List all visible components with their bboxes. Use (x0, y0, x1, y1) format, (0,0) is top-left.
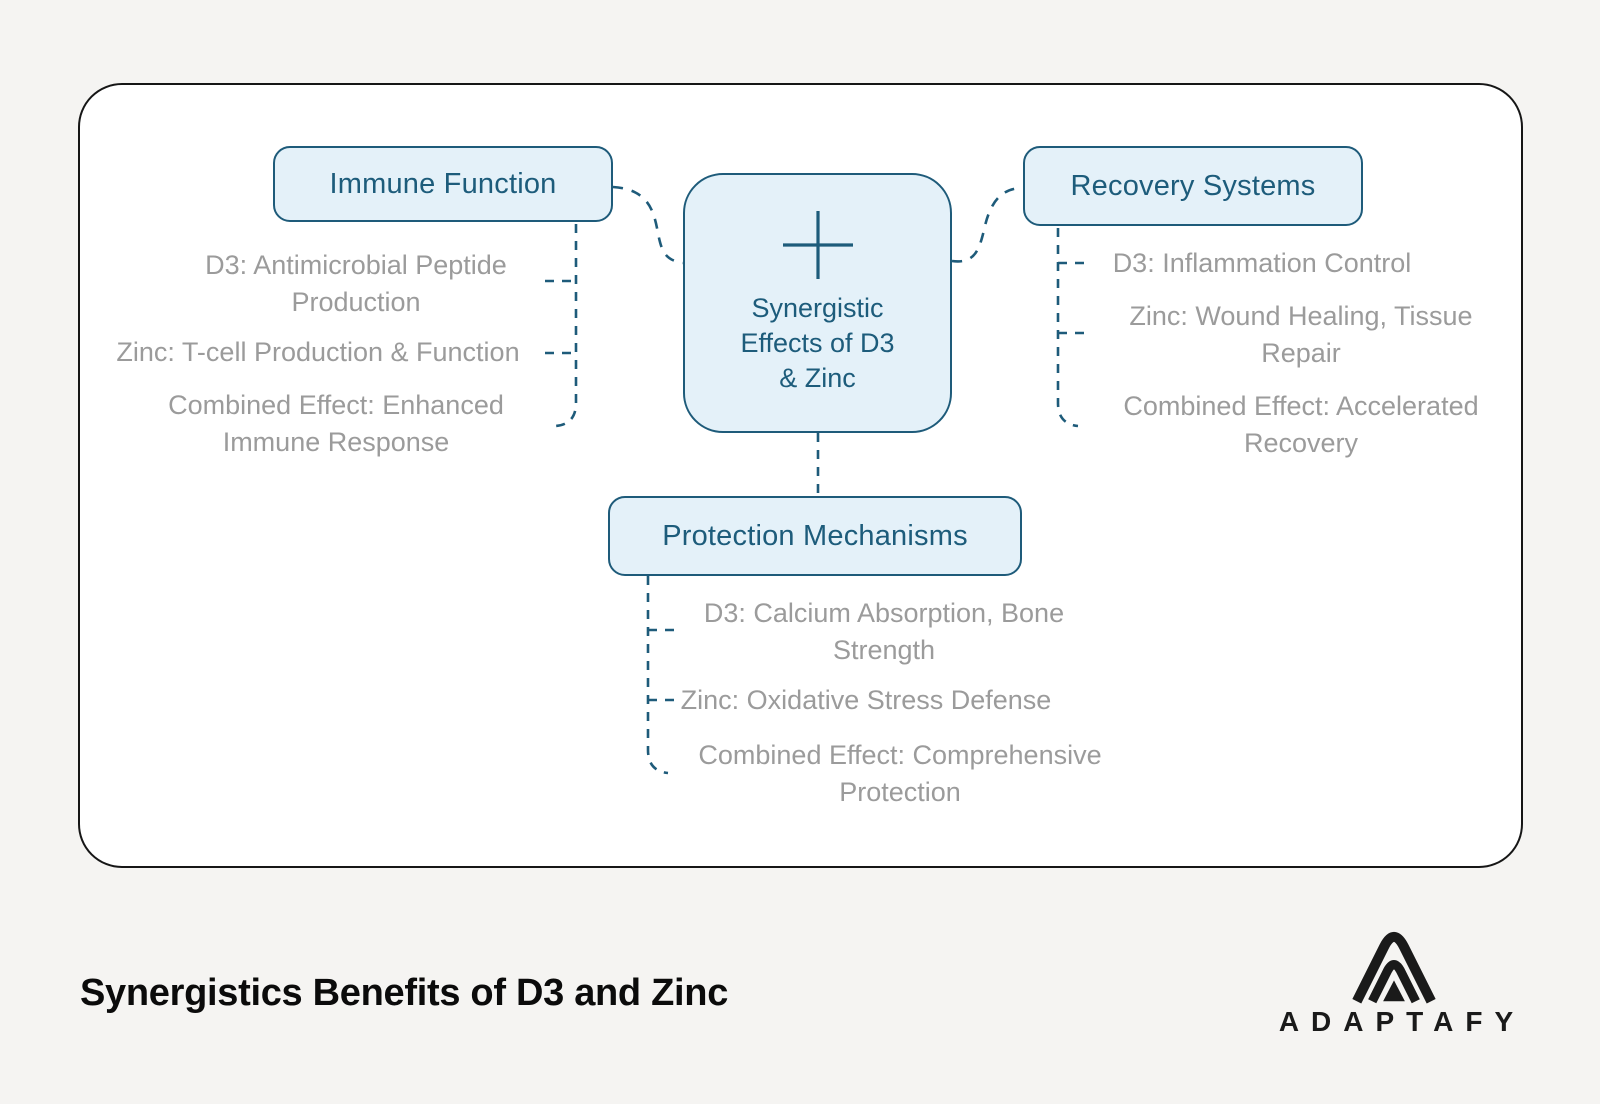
center-label-line-1: Synergistic (751, 293, 884, 323)
branch-node-recovery: Recovery Systems (1023, 146, 1363, 226)
branch-node-immune-label: Immune Function (329, 167, 557, 200)
center-node-label: Synergistic Effects of D3 & Zinc (740, 291, 894, 396)
protection-item-combined: Combined Effect: Comprehensive Protectio… (698, 740, 1102, 807)
recovery-item-zinc: Zinc: Wound Healing, Tissue Repair (1129, 301, 1473, 368)
protection-item-zinc: Zinc: Oxidative Stress Defense (680, 685, 1052, 715)
brand-block: ADAPTAFY (1240, 924, 1552, 1044)
recovery-item-combined: Combined Effect: Accelerated Recovery (1123, 391, 1479, 458)
branch-node-recovery-label: Recovery Systems (1070, 169, 1316, 202)
branch-node-protection-label: Protection Mechanisms (662, 519, 968, 552)
center-label-line-2: Effects of D3 (740, 328, 895, 358)
plus-icon (782, 211, 853, 279)
center-node: Synergistic Effects of D3 & Zinc (683, 173, 952, 433)
immune-item-d3: D3: Antimicrobial Peptide Production (205, 250, 507, 317)
branch-node-protection: Protection Mechanisms (608, 496, 1022, 576)
immune-item-combined: Combined Effect: Enhanced Immune Respons… (168, 390, 504, 457)
immune-item-zinc: Zinc: T-cell Production & Function (116, 337, 520, 367)
page-title: Synergistics Benefits of D3 and Zinc (80, 972, 729, 1014)
brand-wordmark: ADAPTAFY (1278, 1006, 1526, 1037)
protection-item-d3: D3: Calcium Absorption, Bone Strength (703, 598, 1065, 665)
branch-node-immune: Immune Function (273, 146, 613, 222)
recovery-item-d3: D3: Inflammation Control (1112, 248, 1412, 278)
center-label-line-3: & Zinc (779, 363, 856, 393)
adaptafy-mountain-icon (1352, 932, 1436, 1004)
